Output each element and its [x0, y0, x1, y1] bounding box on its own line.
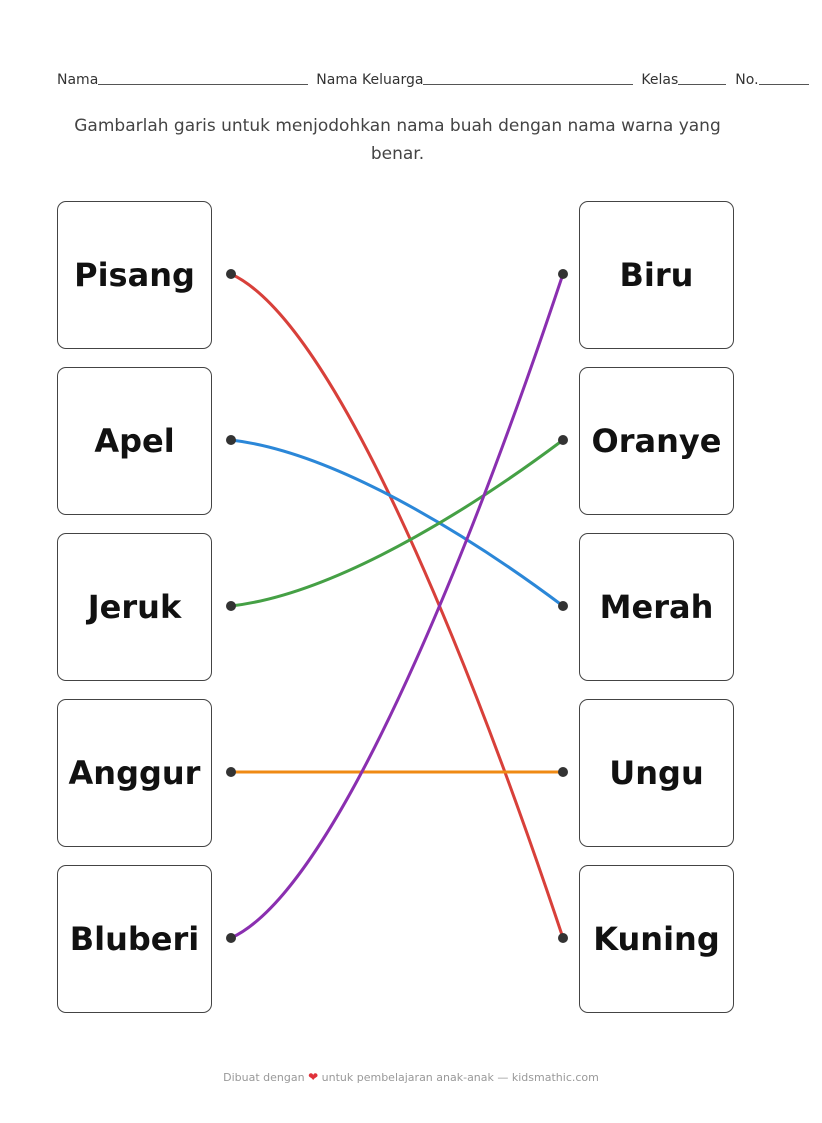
left-connector-dot-3[interactable]	[226, 601, 236, 611]
name-field[interactable]: Nama	[57, 72, 309, 88]
left-card-pisang: Pisang	[57, 201, 212, 349]
match-line-pisang	[229, 272, 565, 940]
match-line-apel	[229, 438, 565, 608]
instruction-text: Gambarlah garis untuk menjodohkan nama b…	[74, 116, 721, 164]
number-field[interactable]: No.	[735, 72, 809, 88]
family-name-label: Nama Keluarga	[316, 72, 424, 88]
right-card-kuning: Kuning	[579, 865, 734, 1013]
right-connector-dot-3[interactable]	[558, 601, 568, 611]
right-connector-dot-4[interactable]	[558, 767, 568, 777]
footer: Dibuat dengan ❤ untuk pembelajaran anak-…	[0, 1070, 822, 1084]
heart-icon: ❤	[308, 1070, 319, 1084]
match-line-bluberi	[229, 272, 565, 940]
left-card-jeruk: Jeruk	[57, 533, 212, 681]
right-card-oranye: Oranye	[579, 367, 734, 515]
left-card-apel: Apel	[57, 367, 212, 515]
right-connector-dot-2[interactable]	[558, 435, 568, 445]
name-label: Nama	[57, 72, 99, 88]
right-card-merah: Merah	[579, 533, 734, 681]
right-card-biru: Biru	[579, 201, 734, 349]
left-card-anggur: Anggur	[57, 699, 212, 847]
left-connector-dot-4[interactable]	[226, 767, 236, 777]
right-connector-dot-5[interactable]	[558, 933, 568, 943]
left-connector-dot-5[interactable]	[226, 933, 236, 943]
family-name-line	[423, 84, 634, 85]
match-line-jeruk	[229, 438, 565, 608]
right-card-ungu: Ungu	[579, 699, 734, 847]
class-field[interactable]: Kelas	[641, 72, 727, 88]
left-connector-dot-2[interactable]	[226, 435, 236, 445]
number-label: No.	[735, 72, 759, 88]
number-line	[758, 84, 809, 85]
name-line	[98, 84, 309, 85]
left-card-bluberi: Bluberi	[57, 865, 212, 1013]
footer-prefix: Dibuat dengan	[223, 1071, 305, 1084]
footer-suffix: untuk pembelajaran anak-anak — kidsmathi…	[321, 1071, 599, 1084]
left-connector-dot-1[interactable]	[226, 269, 236, 279]
class-line	[678, 84, 727, 85]
class-label: Kelas	[641, 72, 679, 88]
header-fields: Nama Nama Keluarga Kelas No.	[57, 68, 822, 88]
right-connector-dot-1[interactable]	[558, 269, 568, 279]
family-name-field[interactable]: Nama Keluarga	[316, 72, 634, 88]
